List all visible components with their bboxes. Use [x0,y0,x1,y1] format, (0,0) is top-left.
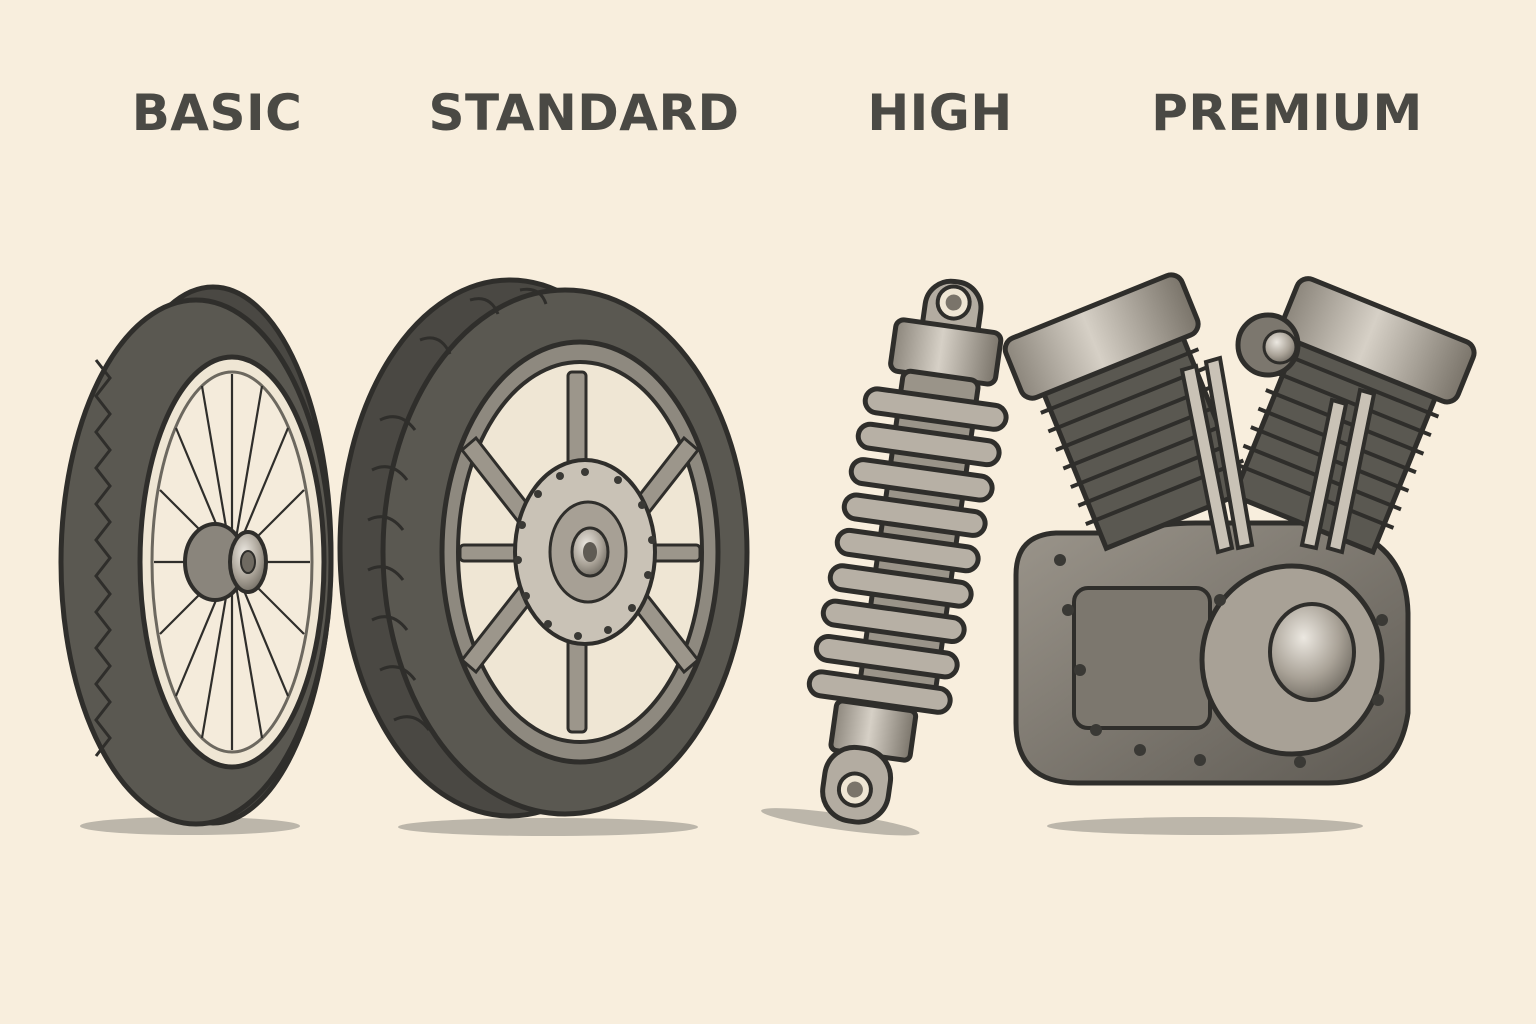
tier-label-high: HIGH [867,84,1013,142]
spoke-wheel-icon [58,284,334,835]
shock-absorber-icon [761,278,1009,836]
tier-label-basic: BASIC [131,84,303,142]
v-twin-engine-icon [1002,272,1477,835]
alloy-wheel-icon [337,277,750,836]
tier-label-premium: PREMIUM [1151,84,1423,142]
tier-label-standard: STANDARD [428,84,740,142]
